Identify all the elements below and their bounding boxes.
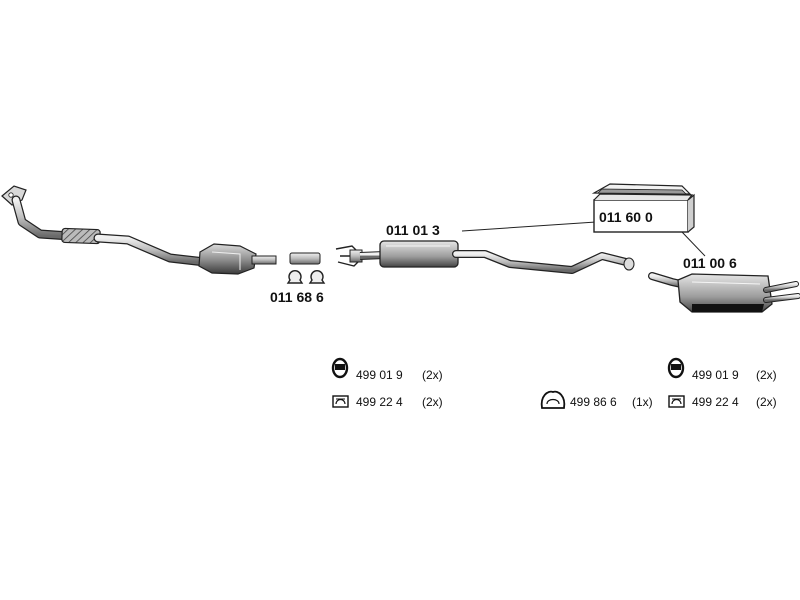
rubber-ring-icon <box>540 390 566 409</box>
acc-qty: (2x) <box>422 395 443 409</box>
leader-line-middle <box>461 221 597 232</box>
middle-silencer-body <box>379 240 459 268</box>
acc-qty: (2x) <box>422 368 443 382</box>
acc-qty: (2x) <box>756 395 777 409</box>
accessories-left: 499 01 9 (2x) 499 22 4 (2x) <box>331 357 443 409</box>
acc-code: 499 86 6 <box>570 395 617 409</box>
leader-line-rear <box>681 231 706 257</box>
part-label-mounting-kit: 011 60 0 <box>599 209 653 225</box>
clamp-icon <box>668 395 685 408</box>
acc-qty: (2x) <box>756 368 777 382</box>
clamp-icon <box>332 395 349 408</box>
rubber-mount-icon <box>331 357 349 379</box>
acc-code: 499 01 9 <box>692 368 739 382</box>
rubber-mount-icon <box>667 357 685 379</box>
acc-code: 499 01 9 <box>356 368 403 382</box>
connector-sleeve <box>289 252 321 265</box>
rear-silencer-assembly: 011 00 6 <box>648 255 800 313</box>
part-label-front-kit: 011 68 6 <box>270 289 324 305</box>
connector-kit: 011 68 6 <box>270 252 326 305</box>
catalytic-converter <box>198 243 257 275</box>
acc-qty: (1x) <box>632 395 653 409</box>
mounting-kit-box: 011 60 0 <box>591 183 706 257</box>
acc-code: 499 22 4 <box>692 395 739 409</box>
acc-code: 499 22 4 <box>356 395 403 409</box>
part-label-rear-silencer: 011 00 6 <box>683 255 737 271</box>
middle-silencer-assembly: 011 01 3 <box>335 221 635 274</box>
accessories-right: 499 01 9 (2x) 499 86 6 (1x) 499 22 4 (2x… <box>540 357 777 409</box>
part-label-middle-silencer: 011 01 3 <box>386 222 440 238</box>
front-pipe <box>1 185 277 275</box>
clamp-pair-icon <box>286 270 326 284</box>
